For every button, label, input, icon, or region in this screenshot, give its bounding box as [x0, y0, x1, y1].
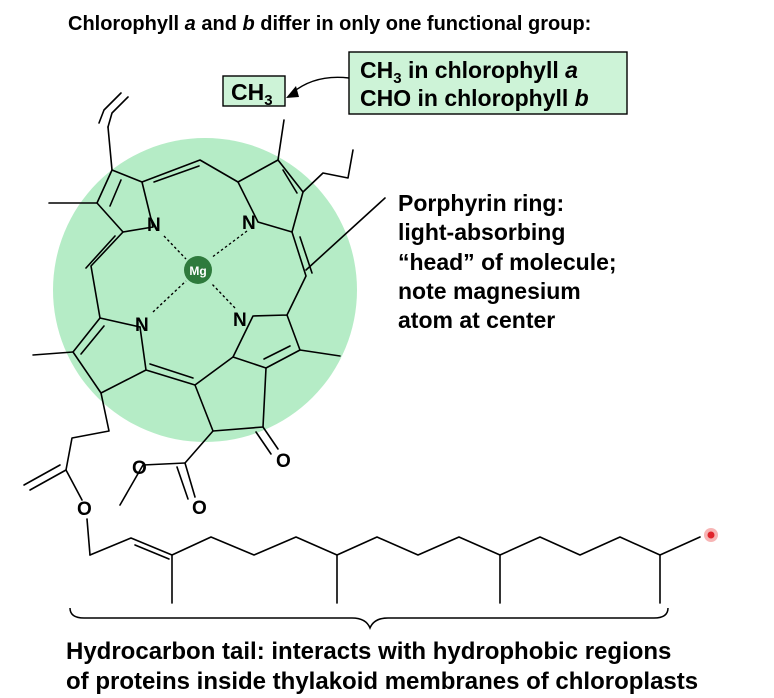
porphyrin-callout: Porphyrin ring: light-absorbing “head” o…	[398, 190, 617, 333]
magnesium-atom	[184, 256, 212, 284]
mg-coordination-bonds	[152, 230, 248, 313]
tail-caption-line-1: Hydrocarbon tail: interacts with hydroph…	[66, 638, 671, 665]
nitrogen-atom: N	[135, 315, 149, 336]
carbonyl-oxygen: O	[192, 498, 207, 519]
nitrogen-atom: N	[242, 213, 256, 234]
difference-line-b: CHO in chlorophyll b	[360, 85, 589, 111]
svg-text:light-absorbing: light-absorbing	[398, 219, 565, 245]
svg-text:atom at center: atom at center	[398, 307, 555, 333]
svg-text:Porphyrin ring:: Porphyrin ring:	[398, 190, 564, 216]
porphyrin-head-highlight	[53, 138, 357, 442]
difference-line-a: CH3 in chlorophyll a	[360, 57, 578, 87]
difference-box	[348, 51, 628, 115]
tail-brace	[69, 607, 669, 631]
difference-arrow	[291, 76, 350, 94]
tail-ester-oxygen: O	[77, 499, 92, 520]
nitrogen-atom: N	[233, 310, 247, 331]
nitrogen-atom: N	[147, 215, 161, 236]
magnesium-label: Mg	[189, 264, 206, 278]
tail-caption-line-2: of proteins inside thylakoid membranes o…	[66, 668, 698, 695]
svg-text:note magnesium: note magnesium	[398, 278, 581, 304]
svg-text:“head” of molecule;: “head” of molecule;	[398, 249, 617, 275]
arrow-head	[286, 86, 299, 98]
porphyrin-bonds	[23, 92, 701, 604]
ch3-group-box	[222, 75, 286, 107]
heading: Chlorophyll a and b differ in only one f…	[68, 13, 591, 35]
ester-oxygen: O	[132, 458, 147, 479]
marker-dot	[704, 528, 718, 542]
ketone-oxygen: O	[276, 451, 291, 472]
ch3-group-label: CH3	[231, 79, 273, 109]
